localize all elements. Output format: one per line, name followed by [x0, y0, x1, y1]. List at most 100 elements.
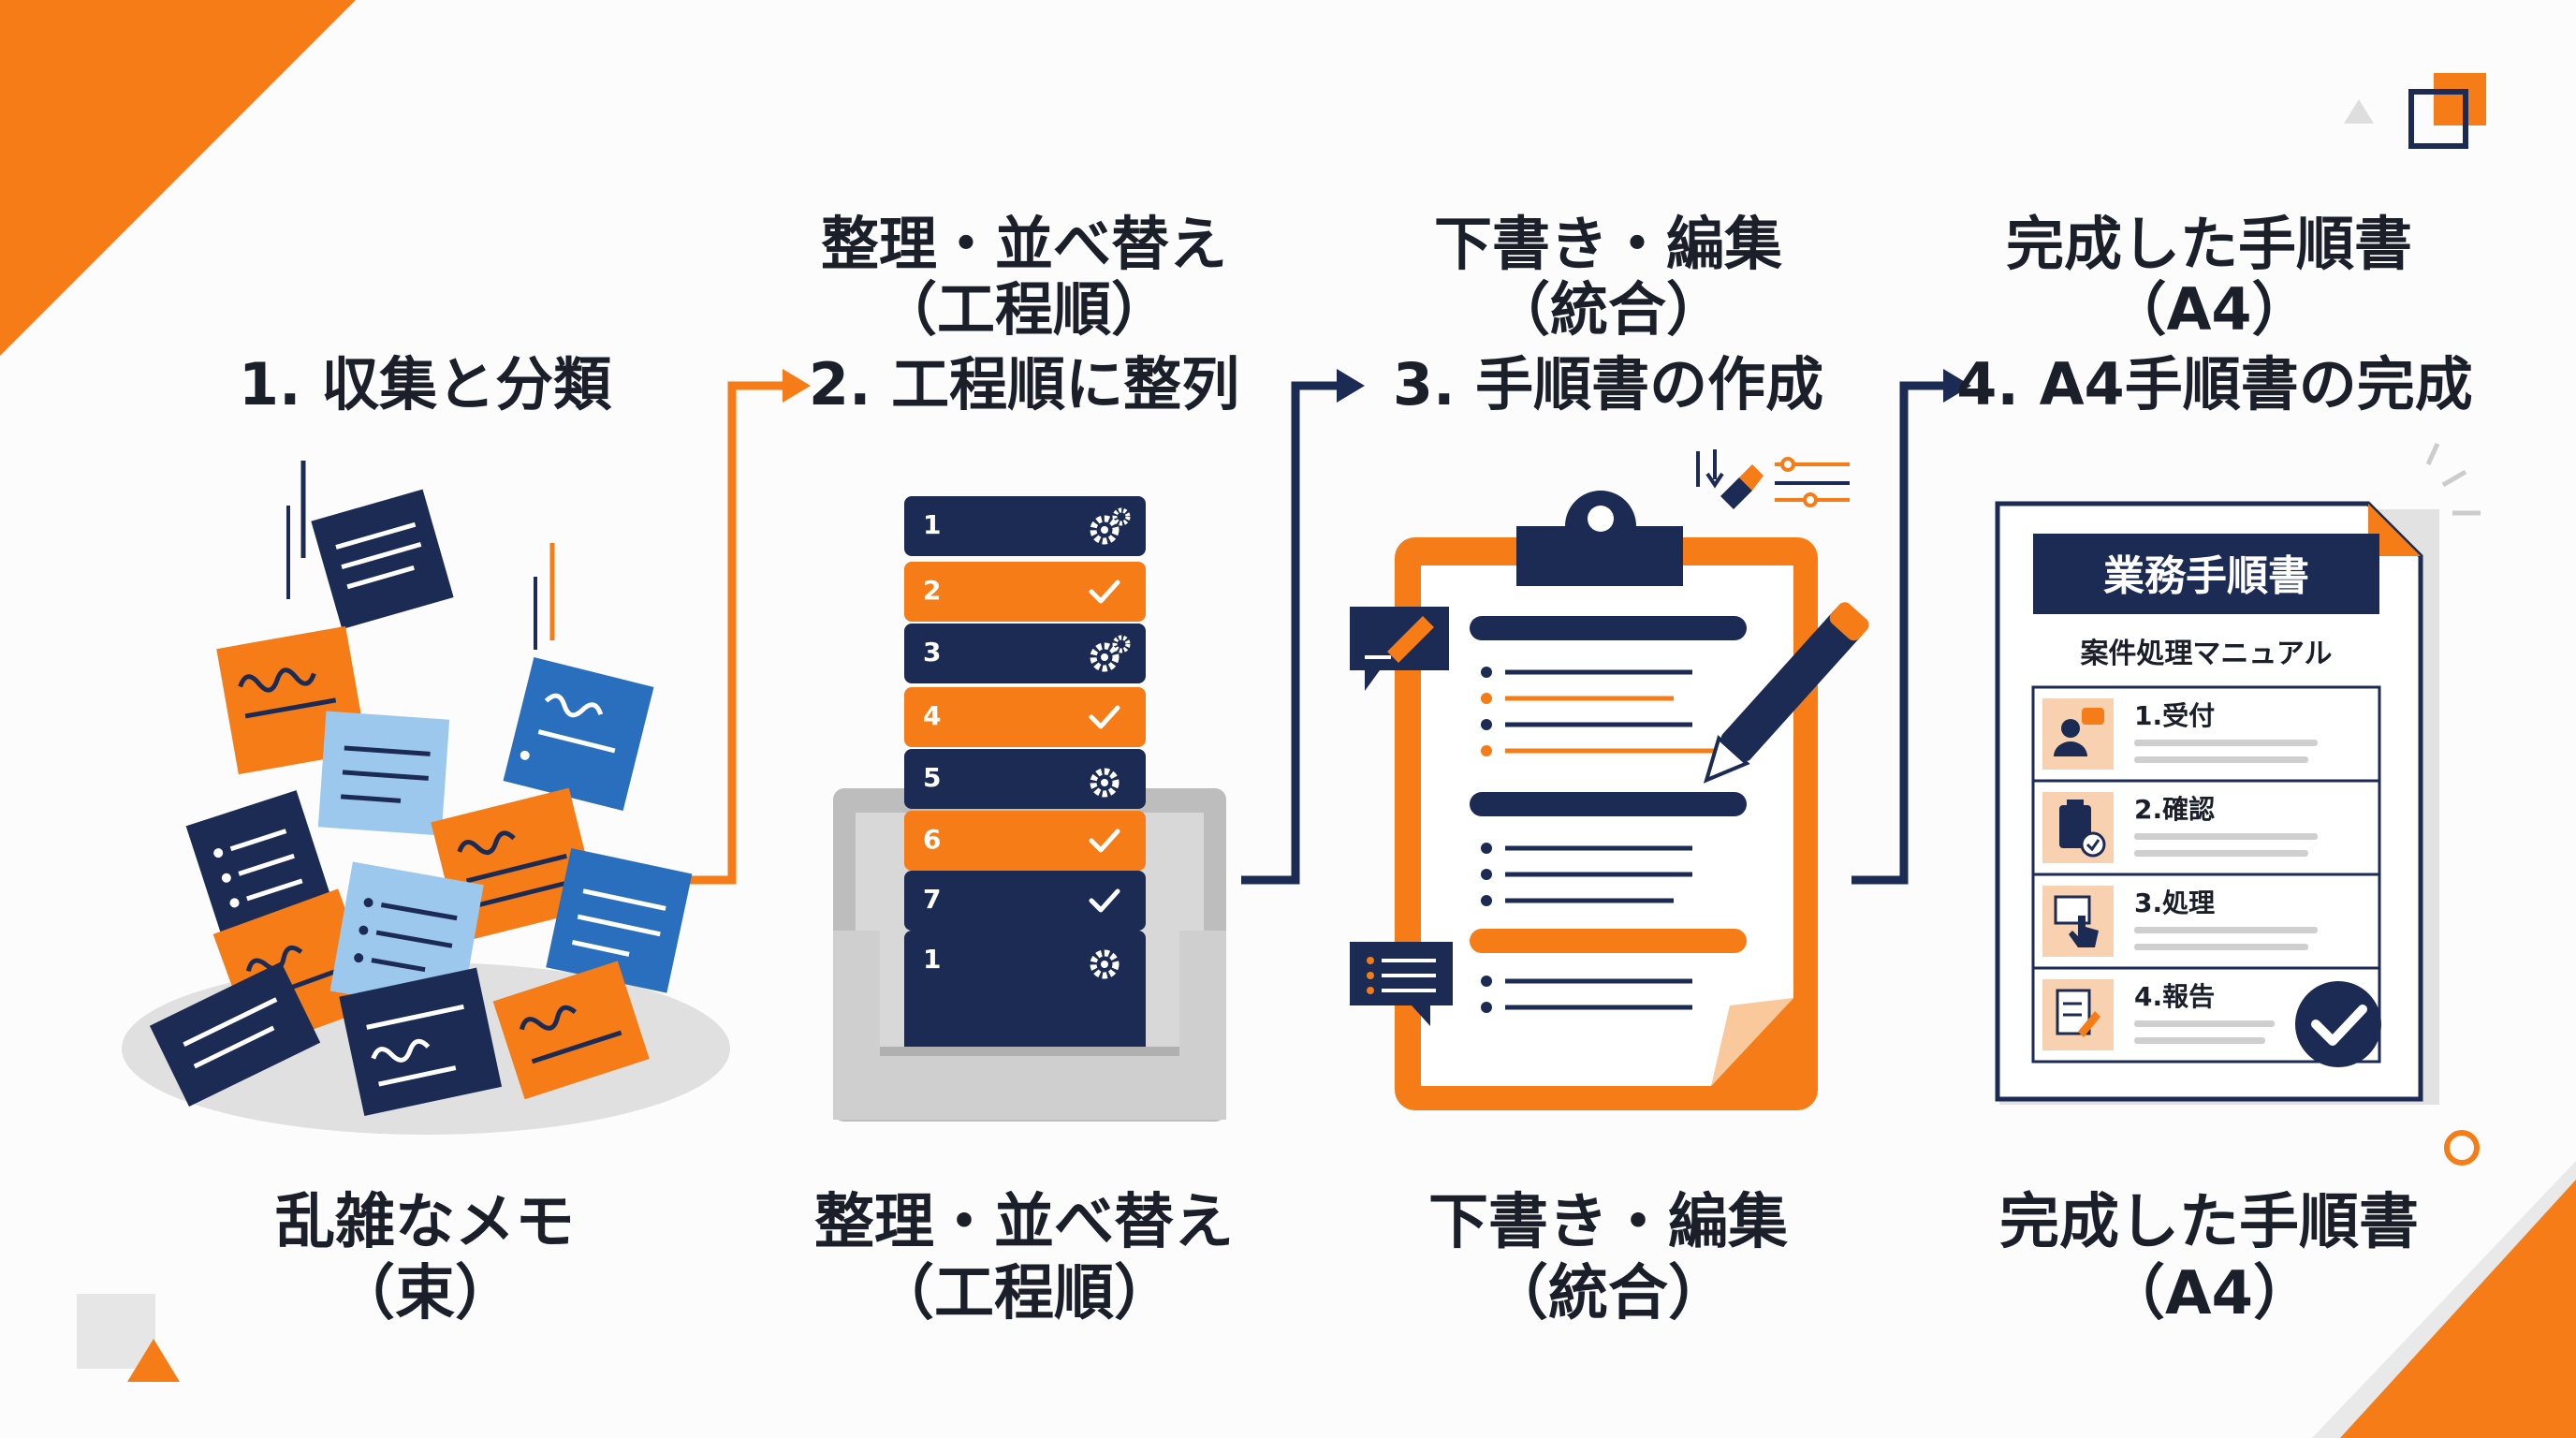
heading-line: （工程順）	[878, 275, 1169, 344]
flow-arrow-1	[683, 381, 786, 885]
tray-card-number: 1	[923, 509, 941, 540]
pencil-small-icon	[1720, 464, 1764, 509]
bottom-left-gray-square	[77, 1294, 155, 1369]
sticky-note	[149, 961, 321, 1108]
flow-arrow-2	[1241, 381, 1340, 885]
step-3-label: 3. 手順書の作成	[1392, 350, 1824, 418]
flow-arrow-3-head	[1943, 369, 1971, 403]
sliders-icon	[1775, 457, 1850, 507]
column-2-heading: 整理・並べ替え （工程順）	[724, 212, 1324, 343]
document-step-label: 2.確認	[2134, 794, 2215, 825]
tray-card: 2	[904, 562, 1146, 622]
top-right-gray-triangle	[2344, 99, 2374, 124]
document-step-row: 3.処理	[2031, 873, 2381, 970]
column-3-heading: 下書き・編集 （統合）	[1309, 212, 1908, 343]
document-step-label: 1.受付	[2134, 700, 2215, 731]
sparkle-lines	[2425, 442, 2481, 516]
heading-line: 整理・並べ替え	[820, 210, 1227, 278]
heading-line: （統合）	[1491, 275, 1724, 344]
flow-arrow-3	[1852, 381, 1947, 885]
caption-line: （A4）	[2104, 1259, 2314, 1328]
tray-card: 1	[904, 496, 1146, 556]
sticky-note	[339, 967, 503, 1116]
tray-card-number: 2	[923, 575, 941, 606]
document-step-label: 3.処理	[2134, 888, 2215, 918]
clipboard-clip	[1516, 491, 1683, 586]
clipboard-illustration	[1350, 449, 1869, 1110]
check-icon	[1089, 580, 1120, 604]
sort-icon	[1696, 449, 1724, 489]
document-title: 業務手順書	[2103, 552, 2309, 600]
column-4-caption: 完成した手順書 （A4）	[1910, 1187, 2509, 1329]
check-icon	[1089, 888, 1120, 913]
tray-card: 1	[904, 931, 1146, 1073]
check-icon	[1089, 829, 1120, 853]
sticky-note	[492, 961, 650, 1100]
sorted-cards-tray-illustration: 1 2 3 4 5 6 7 1	[833, 496, 1226, 1122]
caption-line: （工程順）	[874, 1259, 1174, 1328]
hand-pointer-icon	[2054, 895, 2099, 947]
heading-line: （A4）	[2108, 275, 2310, 344]
caption-line: 整理・並べ替え	[814, 1188, 1234, 1257]
column-3-caption: 下書き・編集 （統合）	[1309, 1187, 1908, 1329]
caption-line: （統合）	[1488, 1259, 1728, 1328]
gears-icon	[1090, 507, 1131, 545]
document-step-row: 2.確認	[2031, 779, 2381, 876]
document-step-label: 4.報告	[2134, 981, 2215, 1012]
caption-line: 下書き・編集	[1428, 1188, 1788, 1257]
flow-arrow-1-head	[783, 369, 811, 403]
document-title-bar	[2033, 534, 2379, 614]
check-icon	[1089, 705, 1120, 729]
document-corner-fold	[2368, 504, 2421, 556]
tray-card-number: 7	[923, 884, 941, 915]
pencil-icon	[1703, 602, 1869, 784]
paper-fold	[1711, 998, 1793, 1086]
tray-card: 7	[904, 871, 1146, 931]
tray-card: 6	[904, 811, 1146, 871]
report-pen-icon	[2056, 989, 2100, 1037]
top-right-navy-square-outline	[2408, 89, 2468, 149]
tray-card-number: 1	[923, 944, 941, 975]
top-left-orange-triangle	[0, 0, 356, 356]
list-speech-bubble-icon	[1350, 942, 1453, 1026]
document-step-row: 1.受付	[2031, 685, 2381, 783]
heading-line: 完成した手順書	[2005, 210, 2412, 278]
caption-line: 完成した手順書	[1999, 1188, 2419, 1257]
tray-card: 3	[904, 624, 1146, 683]
column-1-caption: 乱雑なメモ （束）	[125, 1187, 724, 1329]
flow-arrow-2-head	[1337, 369, 1365, 403]
caption-line: （束）	[335, 1259, 515, 1328]
document-subtitle: 案件処理マニュアル	[2080, 638, 2332, 670]
sticky-note	[317, 711, 450, 836]
bottom-right-orange-ring	[2444, 1130, 2480, 1166]
messy-notes-illustration	[122, 461, 730, 1135]
column-2-caption: 整理・並べ替え （工程順）	[724, 1187, 1324, 1329]
step-1-label: 1. 収集と分類	[238, 350, 612, 418]
tray-card-number: 4	[923, 700, 941, 731]
completed-document-illustration: 業務手順書 案件処理マニュアル 1.受付 2.確認 3.処理 4.報告	[1995, 442, 2481, 1105]
column-4-heading: 完成した手順書 （A4）	[1910, 212, 2509, 343]
tray-front	[833, 931, 1226, 1120]
bottom-right-orange-triangle	[2340, 1180, 2576, 1438]
top-right-orange-square	[2434, 73, 2486, 125]
gears-icon	[1090, 635, 1131, 672]
tray-card: 4	[904, 687, 1146, 747]
tray-card-number: 5	[923, 762, 941, 793]
bottom-left-orange-triangle	[127, 1339, 180, 1382]
edit-speech-bubble-icon	[1350, 607, 1449, 691]
clipboard-paper	[1421, 565, 1793, 1086]
tray-card-number: 3	[923, 637, 941, 668]
sticky-note	[546, 848, 693, 993]
step-2-label: 2. 工程順に整列	[808, 350, 1240, 418]
clipboard-check-icon	[2059, 800, 2106, 858]
tray-card-number: 6	[923, 824, 941, 855]
gear-icon	[1090, 949, 1120, 979]
heading-line: 下書き・編集	[1433, 210, 1782, 278]
sticky-note	[503, 657, 654, 811]
complete-check-badge	[2295, 981, 2381, 1067]
tray-card: 5	[904, 749, 1146, 809]
caption-line: 乱雑なメモ	[275, 1188, 575, 1257]
user-chat-icon	[2054, 708, 2104, 756]
sticky-note	[311, 489, 454, 630]
